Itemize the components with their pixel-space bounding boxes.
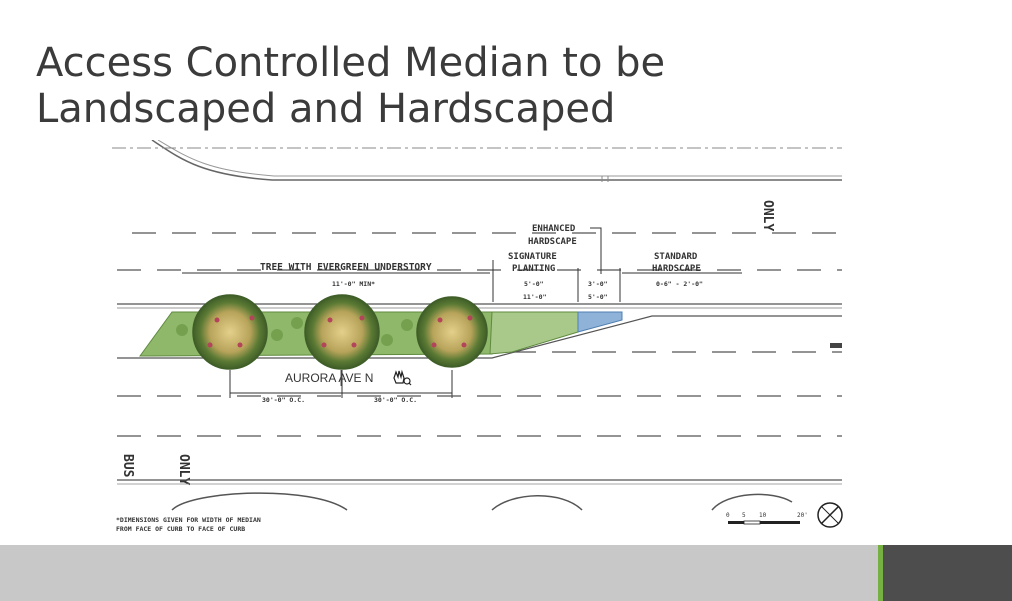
scale-label-0: 0 [726,512,730,519]
driveway-arc [491,495,583,511]
signature-label-2: PLANTING [512,264,555,274]
spacing-label-1: 30'-0" O.C. [262,396,305,404]
driveway-arc [171,492,348,511]
standard-label-1: STANDARD [654,252,698,262]
scale-label-20: 20' [797,512,808,519]
hand-cursor-icon [393,369,412,386]
signature-planting-area [489,311,579,355]
tree-label: TREE WITH EVERGREEN UNDERSTORY [260,262,432,273]
tree-1 [192,294,268,370]
only-marking-bottom: ONLY [176,454,191,485]
signature-dimension-2: 11'-0" [523,293,547,301]
bus-marking: BUS [120,454,135,478]
scale-label-10: 10 [759,512,767,519]
median-plan-diagram: ONLY TREE WITH EVERGREEN UNDERSTORY 11'-… [112,140,843,533]
top-curb-line [151,140,842,181]
footer-accent-bar [878,545,883,601]
enhanced-dimension-2: 5'-0" [588,293,608,301]
driveway-arc [711,493,793,511]
scale-bar: 0 5 10 20' [726,512,808,525]
slide-title: Access Controlled Median to be Landscape… [36,40,665,132]
enhanced-dimension: 3'-0" [588,280,608,288]
spacing-label-2: 30'-0" O.C. [374,396,417,404]
tree-2 [304,294,380,370]
enhanced-label-2: HARDSCAPE [528,237,577,247]
tree-3 [416,296,488,368]
standard-label-2: HARDSCAPE [652,264,701,274]
footer-dark-block [883,545,1012,601]
street-name-label: AURORA AVE N [285,371,373,385]
signature-label-1: SIGNATURE [508,252,557,262]
standard-dimension: 0-6" - 2'-0" [656,280,703,288]
enhanced-leader [590,227,602,274]
footer-bar [0,545,1012,601]
tree-flowers [207,315,473,348]
title-line-2: Landscaped and Hardscaped [36,86,616,132]
scale-label-5: 5 [742,512,746,519]
dimension-note-line-1: *DIMENSIONS GIVEN FOR WIDTH OF MEDIAN [116,516,261,524]
north-arrow-icon [817,502,843,528]
only-marking-top: ONLY [760,200,775,231]
enhanced-hardscape-area [577,311,623,333]
curb-mark [830,343,842,348]
signature-dimension: 5'-0" [524,280,544,288]
median-taper-edge [117,315,842,359]
top-curb-line-inner [157,140,842,177]
title-line-1: Access Controlled Median to be [36,40,666,86]
enhanced-label-1: ENHANCED [532,224,576,234]
tree-dimension: 11'-0" MIN* [332,280,375,288]
dimension-note-line-2: FROM FACE OF CURB TO FACE OF CURB [116,525,245,533]
